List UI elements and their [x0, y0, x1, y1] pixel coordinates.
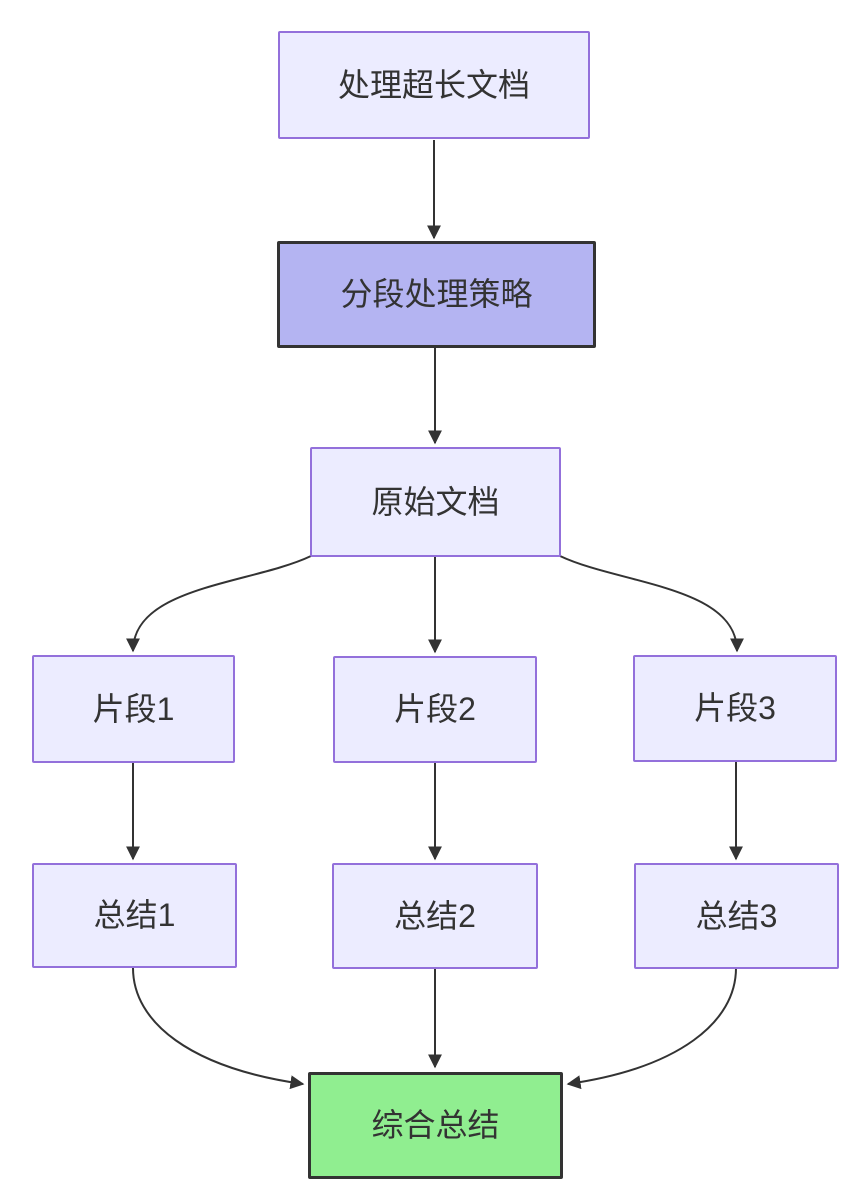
node-segment-3: 片段3 [633, 655, 837, 762]
node-summary-2: 总结2 [332, 863, 538, 969]
edge-C-D3 [559, 555, 744, 653]
edge-C-D1 [126, 555, 312, 653]
node-segmentation-strategy: 分段处理策略 [277, 241, 596, 348]
edge-E3-F [566, 967, 737, 1090]
node-combined-summary: 综合总结 [308, 1072, 563, 1179]
node-summary-3: 总结3 [634, 863, 839, 969]
edge-E1-F [132, 967, 305, 1090]
node-segment-1: 片段1 [32, 655, 235, 763]
node-original-document: 原始文档 [310, 447, 561, 557]
node-segment-2: 片段2 [333, 656, 537, 763]
node-process-long-document: 处理超长文档 [278, 31, 590, 139]
node-summary-1: 总结1 [32, 863, 237, 968]
